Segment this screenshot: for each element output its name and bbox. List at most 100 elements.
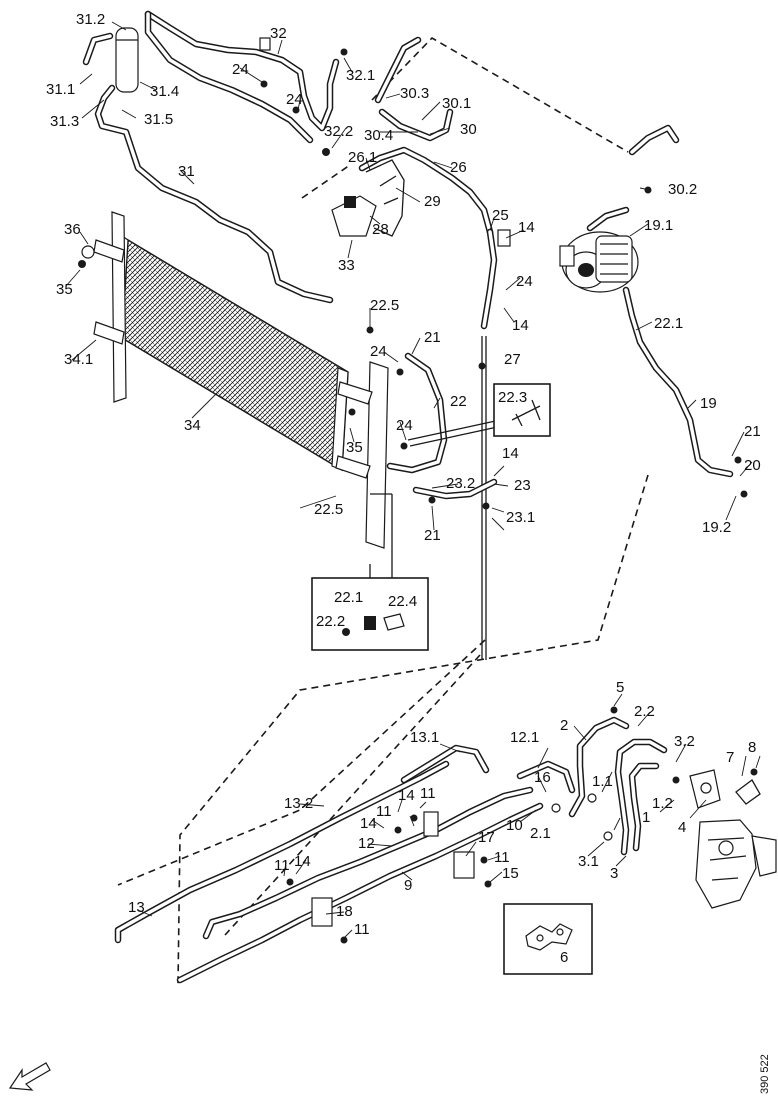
leader-lines <box>65 21 761 939</box>
label-32-1: 32.1 <box>346 67 375 84</box>
callout-labels: 1 1.1 1.2 2 2.1 2.2 3 3.1 3.2 4 5 6 7 8 … <box>46 11 761 966</box>
label-26-1: 26.1 <box>348 149 377 166</box>
label-34-1: 34.1 <box>64 351 93 368</box>
inset-22-3 <box>493 383 551 437</box>
label-31-3: 31.3 <box>50 113 79 130</box>
label-36: 36 <box>64 221 81 238</box>
label-22-5: 22.5 <box>370 297 399 314</box>
label-22-1: 22.1 <box>654 315 683 332</box>
label-35: 35 <box>56 281 73 298</box>
label-23-1: 23.1 <box>506 509 535 526</box>
label-10: 10 <box>506 817 523 834</box>
label-1-2: 1.2 <box>652 795 673 812</box>
compressor <box>559 231 639 293</box>
label-22-5: 22.5 <box>314 501 343 518</box>
label-11: 11 <box>376 803 392 820</box>
label-27: 27 <box>504 351 521 368</box>
label-4: 4 <box>678 819 686 836</box>
label-32: 32 <box>270 25 287 42</box>
label-30-4: 30.4 <box>364 127 393 144</box>
label-24: 24 <box>370 343 387 360</box>
label-11: 11 <box>420 785 436 802</box>
label-19: 19 <box>700 395 717 412</box>
front-direction-arrow-icon <box>8 1062 51 1091</box>
label-18: 18 <box>336 903 353 920</box>
label-15: 15 <box>502 865 519 882</box>
label-22-4: 22.4 <box>388 593 417 610</box>
label-1-1: 1.1 <box>592 773 613 790</box>
label-31: 31 <box>178 163 195 180</box>
upper-refrigerant-pipes <box>82 10 734 660</box>
label-14: 14 <box>360 815 377 832</box>
label-19-1: 19.1 <box>644 217 673 234</box>
label-20: 20 <box>744 457 761 474</box>
label-14: 14 <box>518 219 535 236</box>
label-3-1: 3.1 <box>578 853 599 870</box>
bracket-assembly-26 <box>331 159 405 237</box>
drawing-reference-number: 390 522 <box>759 1054 771 1094</box>
label-31-1: 31.1 <box>46 81 75 98</box>
label-12-1: 12.1 <box>510 729 539 746</box>
label-31-4: 31.4 <box>150 83 179 100</box>
label-1: 1 <box>642 809 650 826</box>
label-14: 14 <box>294 853 311 870</box>
label-6: 6 <box>560 949 568 966</box>
label-14: 14 <box>502 445 519 462</box>
lower-refrigerant-pipes <box>114 716 668 984</box>
label-30-2: 30.2 <box>668 181 697 198</box>
label-2: 2 <box>560 717 568 734</box>
label-22-1-inset: 22.1 <box>334 589 363 606</box>
label-11: 11 <box>494 849 510 866</box>
label-8: 8 <box>748 739 756 756</box>
label-23-2: 23.2 <box>446 475 475 492</box>
label-11: 11 <box>274 857 290 874</box>
label-24: 24 <box>516 273 533 290</box>
label-7: 7 <box>726 749 734 766</box>
label-2-1: 2.1 <box>530 825 551 842</box>
pipe-clamps <box>259 37 748 944</box>
label-9: 9 <box>404 877 412 894</box>
label-31-2: 31.2 <box>76 11 105 28</box>
label-26: 26 <box>450 159 467 176</box>
label-19-2: 19.2 <box>702 519 731 536</box>
label-24: 24 <box>232 61 249 78</box>
label-16: 16 <box>534 769 551 786</box>
label-21: 21 <box>744 423 761 440</box>
inset-22-1-22-4 <box>311 493 429 651</box>
label-22-3: 22.3 <box>498 389 527 406</box>
label-30: 30 <box>460 121 477 138</box>
label-25: 25 <box>492 207 509 224</box>
label-28: 28 <box>372 221 389 238</box>
label-12: 12 <box>358 835 375 852</box>
label-33: 33 <box>338 257 355 274</box>
assembly-dash-lines <box>117 36 649 986</box>
label-21: 21 <box>424 527 441 544</box>
compressor-mount-hardware <box>610 706 777 909</box>
label-13-1: 13.1 <box>410 729 439 746</box>
label-17: 17 <box>478 829 495 846</box>
label-30-3: 30.3 <box>400 85 429 102</box>
inset-6-seal <box>503 903 593 975</box>
label-11: 11 <box>354 921 370 938</box>
label-32-2: 32.2 <box>324 123 353 140</box>
label-13-2: 13.2 <box>284 795 313 812</box>
label-29: 29 <box>424 193 441 210</box>
condenser <box>78 211 389 549</box>
label-22-2: 22.2 <box>316 613 345 630</box>
label-31-5: 31.5 <box>144 111 173 128</box>
label-14: 14 <box>512 317 529 334</box>
label-2-2: 2.2 <box>634 703 655 720</box>
label-22: 22 <box>450 393 467 410</box>
label-3: 3 <box>610 865 618 882</box>
label-35: 35 <box>346 439 363 456</box>
label-23: 23 <box>514 477 531 494</box>
label-24: 24 <box>286 91 303 108</box>
label-21: 21 <box>424 329 441 346</box>
label-14: 14 <box>398 787 415 804</box>
label-13: 13 <box>128 899 145 916</box>
label-5: 5 <box>616 679 624 696</box>
label-30-1: 30.1 <box>442 95 471 112</box>
label-24: 24 <box>396 417 413 434</box>
label-3-2: 3.2 <box>674 733 695 750</box>
